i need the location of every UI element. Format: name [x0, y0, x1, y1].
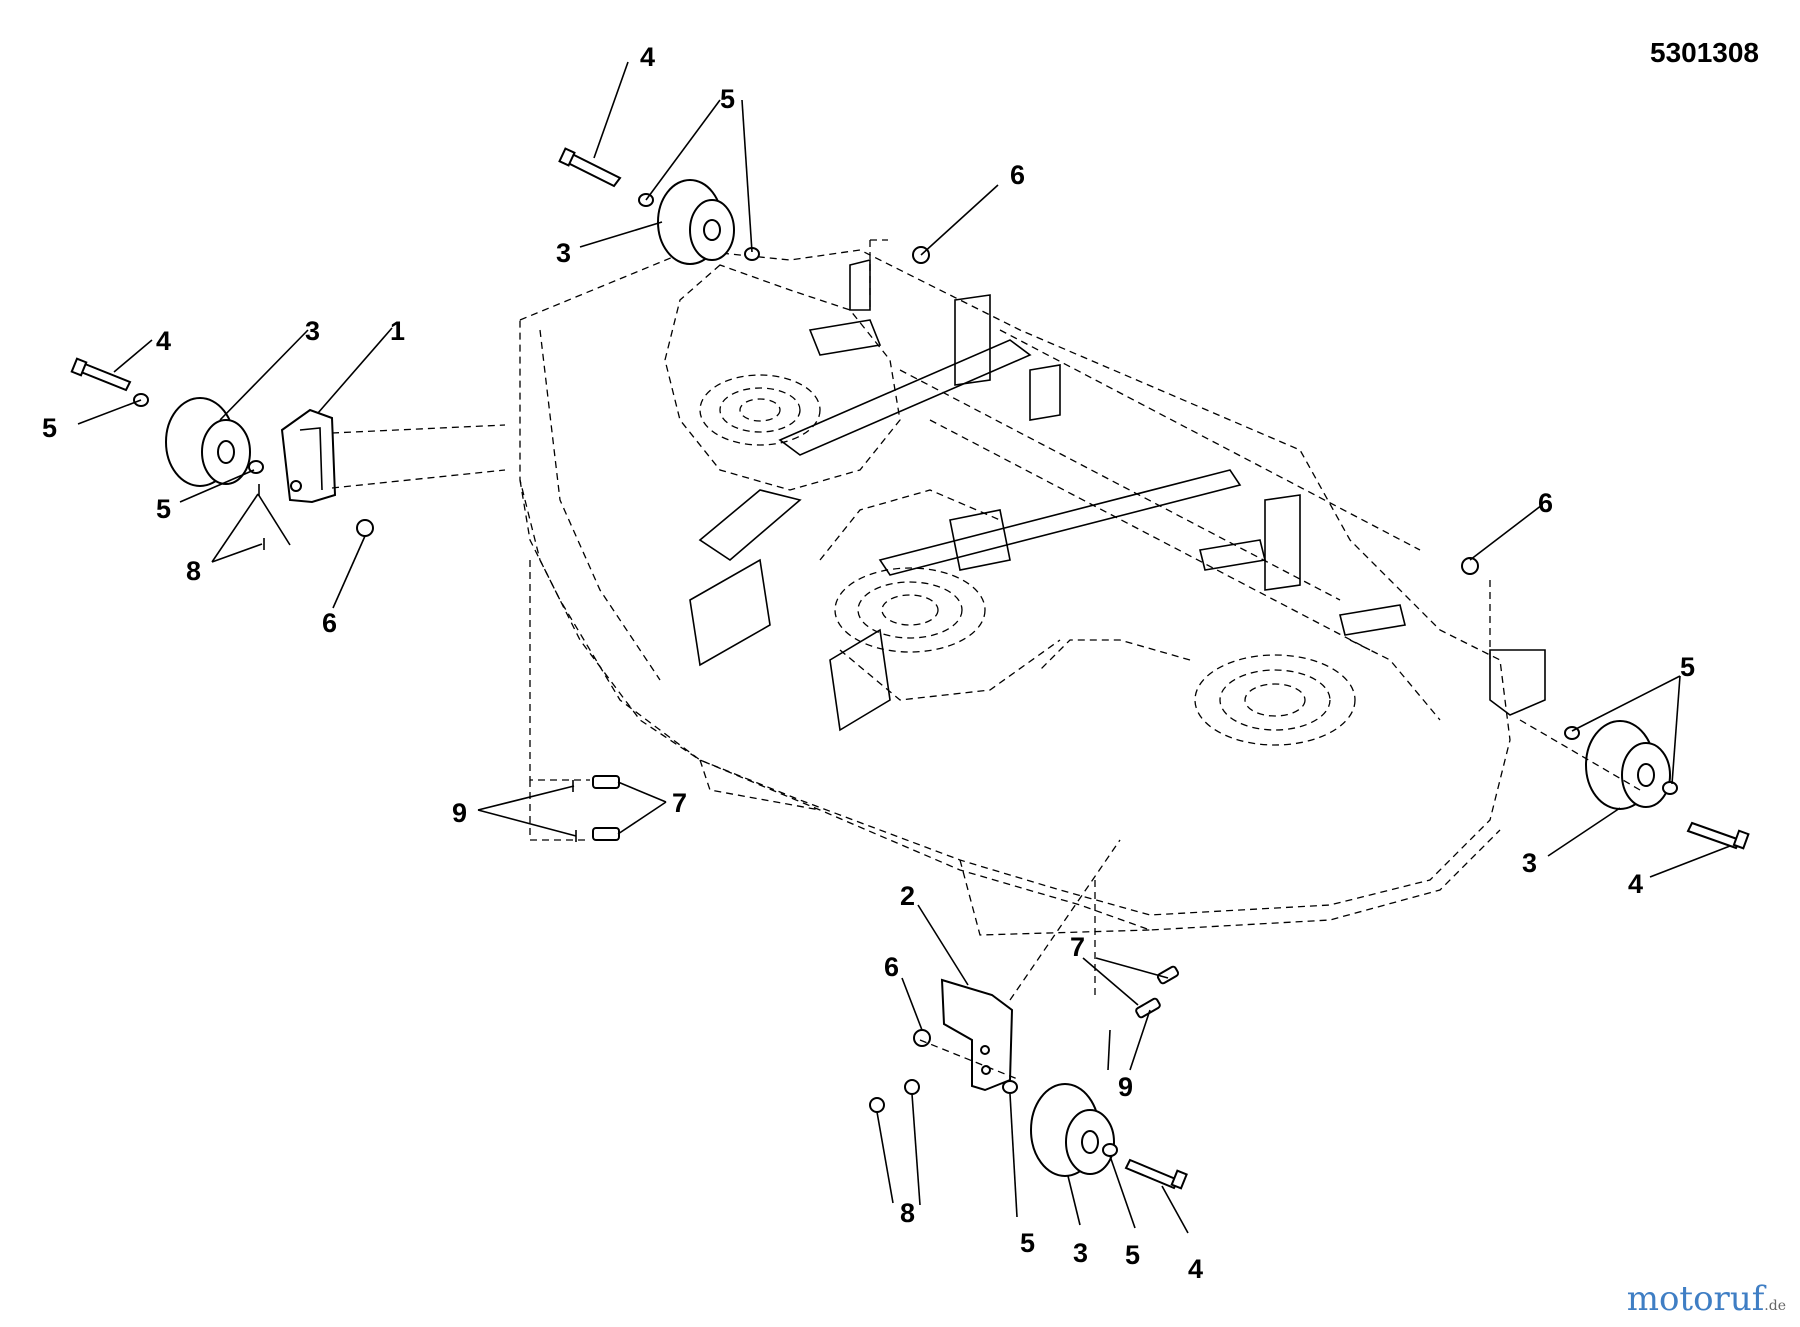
callout-7-left: 7: [672, 788, 687, 818]
callout-6-right: 6: [1538, 488, 1553, 518]
bracket-bottom: [940, 978, 1014, 1092]
callout-5-right: 5: [1680, 652, 1695, 682]
callout-8-bottom: 8: [900, 1198, 915, 1228]
callout-5-left-inner: 5: [156, 494, 171, 524]
callout-4-bottom: 4: [1188, 1254, 1203, 1284]
callout-2: 2: [900, 881, 915, 911]
callout-4-left: 4: [156, 326, 171, 356]
assembly-lines: [331, 239, 1641, 1081]
callout-3-bottom: 3: [1073, 1238, 1088, 1268]
callout-3-top: 3: [556, 238, 571, 268]
anti-scalp-wheel-bottom: [1030, 1083, 1115, 1177]
anti-scalp-wheel-left: [165, 397, 251, 487]
callout-6-left: 6: [322, 608, 337, 638]
leader-lines: [77, 61, 1731, 1234]
callout-6-bottom: 6: [884, 952, 899, 982]
callout-6-top: 6: [1010, 160, 1025, 190]
callout-5-top: 5: [720, 84, 735, 114]
callout-1: 1: [390, 316, 405, 346]
callout-7-bottom: 7: [1070, 932, 1085, 962]
mower-deck: [519, 249, 1546, 936]
callout-4-top: 4: [640, 42, 655, 72]
hairpin-clips: [258, 484, 577, 842]
reference-number: 5301308: [1650, 37, 1759, 68]
callout-5-bottom-right: 5: [1125, 1240, 1140, 1270]
bracket-left: [280, 408, 337, 504]
watermark-brand: motoruf: [1626, 1279, 1765, 1319]
callout-8-left: 8: [186, 556, 201, 586]
callout-5-left-outer: 5: [42, 413, 57, 443]
flange-nuts: [356, 246, 1479, 1113]
callout-3-right: 3: [1522, 848, 1537, 878]
shoulder-bolts: [70, 147, 1750, 1190]
watermark-suffix: .de: [1764, 1298, 1786, 1314]
watermark-logo: motoruf.de: [1627, 1279, 1786, 1319]
callout-9-left: 9: [452, 798, 467, 828]
callout-labels: 4 5 6 3 4 3 1 5 5 8 6 6 5 3 4 9 7 2 6 7 …: [42, 42, 1695, 1284]
callout-5-bottom-left: 5: [1020, 1228, 1035, 1258]
anti-scalp-wheel-top: [657, 179, 735, 265]
callout-4-right: 4: [1628, 869, 1643, 899]
anti-scalp-wheel-right: [1585, 720, 1671, 810]
washers: [133, 193, 1678, 1157]
callout-3-left: 3: [305, 316, 320, 346]
callout-9-bottom: 9: [1118, 1072, 1133, 1102]
